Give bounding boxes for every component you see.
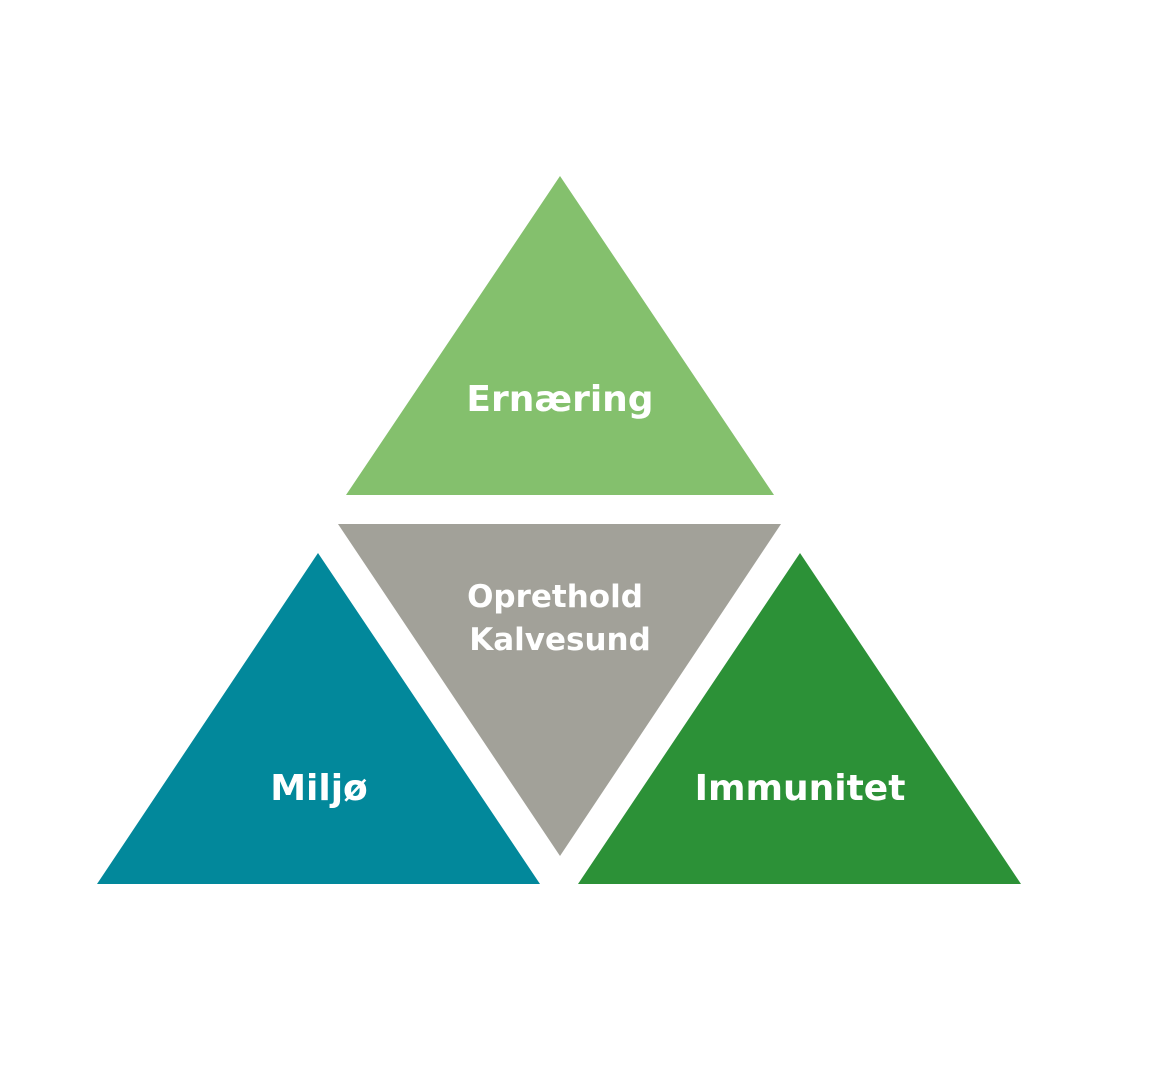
triangle-ernaering — [346, 176, 774, 495]
label-immunitet: Immunitet — [695, 768, 906, 809]
triangle-oprethold-kalvesund — [338, 524, 781, 856]
label-miljo: Miljø — [270, 768, 368, 809]
label-kalvesund: Kalvesund — [469, 622, 651, 658]
triangle-miljo — [97, 553, 540, 884]
label-oprethold: Oprethold — [467, 579, 643, 615]
triangle-immunitet — [578, 553, 1021, 884]
label-ernaering: Ernæring — [466, 379, 653, 420]
